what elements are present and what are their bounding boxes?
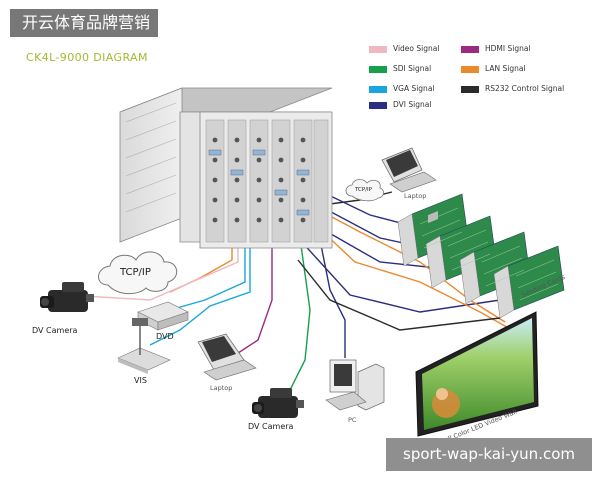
legend-item-sdi: SDI Signal xyxy=(369,64,431,74)
laptop-bottom xyxy=(197,333,257,381)
site-footer-banner: sport-wap-kai-yun.com xyxy=(386,438,592,471)
tcpip-label: TCP/IP xyxy=(120,267,151,278)
legend-swatch xyxy=(461,65,479,73)
rs232-out xyxy=(297,259,501,331)
legend-item-hdmi: HDMI Signal xyxy=(461,44,531,54)
legend-item-rs232: RS232 Control Signal xyxy=(461,84,564,94)
pc-computer xyxy=(325,359,385,411)
sending-cards xyxy=(397,193,565,319)
tcpip-cloud xyxy=(98,251,178,295)
dvd-label: DVD xyxy=(156,332,174,341)
legend-item-vga: VGA Signal xyxy=(369,84,435,94)
lan-out-2 xyxy=(304,214,513,331)
tcpip-small-label: TCP/IP xyxy=(355,187,372,193)
laptop-top xyxy=(381,147,437,193)
dvd-player xyxy=(137,301,189,331)
matrix-chassis xyxy=(119,87,333,249)
vis-device xyxy=(117,318,171,374)
legend-swatch xyxy=(369,101,387,109)
legend-swatch xyxy=(369,85,387,93)
diagram-title: CK4L-9000 DIAGRAM xyxy=(26,51,148,64)
dv-camera-left xyxy=(40,282,94,312)
brand-banner: 开云体育品牌营销 xyxy=(10,9,158,37)
legend-item-video: Video Signal xyxy=(369,44,439,54)
dv-camera-left-label: DV Camera xyxy=(32,326,78,335)
dv-camera-bottom xyxy=(252,388,304,418)
led-video-wall xyxy=(415,311,539,437)
dvi-out-4 xyxy=(299,239,501,313)
legend-swatch xyxy=(461,45,479,53)
laptop-bottom-label: Laptop xyxy=(210,384,233,392)
pc-label: PC xyxy=(348,416,357,424)
hdmi-cable xyxy=(234,236,273,356)
sending-card xyxy=(493,245,565,319)
vis-label: VIS xyxy=(134,376,147,385)
dvi-cable xyxy=(319,239,346,358)
laptop-top-label: Laptop xyxy=(404,192,427,200)
vga-cable xyxy=(169,236,246,311)
lan-out-1 xyxy=(299,199,506,323)
legend-swatch xyxy=(461,85,479,93)
legend-item-dvi: DVI Signal xyxy=(369,100,431,110)
legend-swatch xyxy=(369,45,387,53)
dv-camera-bottom-label: DV Camera xyxy=(248,422,294,431)
vga-cable-vis xyxy=(149,238,251,346)
legend-swatch xyxy=(369,65,387,73)
tcpip-cloud-small xyxy=(345,179,384,202)
sdi-cable xyxy=(289,237,311,391)
legend-item-lan: LAN Signal xyxy=(461,64,526,74)
